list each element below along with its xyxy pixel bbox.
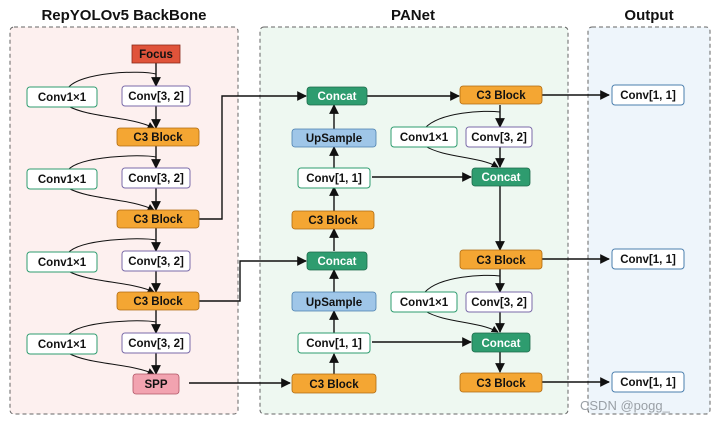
node-r-conv1x1-1-label: Conv1×1 (400, 132, 449, 144)
edges (67, 63, 610, 388)
node-r-conv32-2: Conv[3, 2] (465, 291, 533, 313)
node-bb-conv1x1-4-label: Conv1×1 (38, 339, 87, 351)
node-r-conv32-2-label: Conv[3, 2] (471, 297, 527, 309)
node-bb-conv1x1-3-label: Conv1×1 (38, 257, 87, 269)
node-pan-c3-mid: C3 Block (291, 210, 375, 230)
node-pan-concat-mid: Concat (306, 251, 368, 271)
node-out-1: Conv[1, 1] (611, 84, 685, 106)
watermark: CSDN @pogg_ (580, 398, 671, 413)
panet-title: PANet (391, 7, 435, 24)
node-bb-conv1x1-2-label: Conv1×1 (38, 174, 87, 186)
node-out-3: Conv[1, 1] (611, 371, 685, 393)
node-pan-c3-bottom-label: C3 Block (309, 379, 359, 391)
node-focus-label: Focus (139, 49, 173, 61)
node-r-concat-2: Concat (471, 332, 531, 353)
node-bb-c3-1: C3 Block (116, 127, 200, 147)
node-bb-c3-2-label: C3 Block (133, 214, 183, 226)
node-bb-conv1x1-1: Conv1×1 (26, 86, 98, 108)
node-pan-conv11-1: Conv[1, 1] (297, 167, 371, 189)
node-r-conv1x1-1: Conv1×1 (390, 126, 458, 148)
node-pan-upsample-1-label: UpSample (306, 133, 362, 145)
node-bb-c3-2: C3 Block (116, 209, 200, 229)
node-bb-conv32-2-label: Conv[3, 2] (128, 173, 184, 185)
node-bb-conv32-3-label: Conv[3, 2] (128, 256, 184, 268)
node-out-3-label: Conv[1, 1] (620, 377, 676, 389)
node-r-concat-2-label: Concat (482, 338, 521, 350)
node-bb-conv32-1-label: Conv[3, 2] (128, 91, 184, 103)
node-bb-conv32-2: Conv[3, 2] (121, 167, 191, 189)
node-spp-label: SPP (144, 379, 167, 391)
node-r-conv32-1-label: Conv[3, 2] (471, 132, 527, 144)
node-bb-conv1x1-4: Conv1×1 (26, 333, 98, 355)
node-pan-conv11-1-label: Conv[1, 1] (306, 173, 362, 185)
node-bb-conv32-4-label: Conv[3, 2] (128, 338, 184, 350)
node-r-c3-top-label: C3 Block (476, 90, 526, 102)
node-bb-conv32-3: Conv[3, 2] (121, 250, 191, 272)
node-bb-c3-1-label: C3 Block (133, 132, 183, 144)
node-r-concat-1-label: Concat (482, 172, 521, 184)
node-pan-c3-mid-label: C3 Block (308, 215, 358, 227)
node-pan-concat-top-label: Concat (318, 91, 357, 103)
node-bb-c3-3: C3 Block (116, 291, 200, 311)
node-bb-conv1x1-1-label: Conv1×1 (38, 92, 87, 104)
node-pan-upsample-1: UpSample (291, 128, 377, 148)
node-out-1-label: Conv[1, 1] (620, 90, 676, 102)
node-pan-conv11-2-label: Conv[1, 1] (306, 338, 362, 350)
node-pan-concat-mid-label: Concat (318, 256, 357, 268)
node-pan-upsample-2: UpSample (291, 291, 377, 312)
node-pan-upsample-2-label: UpSample (306, 297, 362, 309)
node-r-c3-mid: C3 Block (459, 249, 543, 270)
node-pan-conv11-2: Conv[1, 1] (297, 332, 371, 354)
node-bb-conv1x1-2: Conv1×1 (26, 168, 98, 190)
node-r-concat-1: Concat (471, 167, 531, 187)
node-out-2-label: Conv[1, 1] (620, 254, 676, 266)
backbone-title: RepYOLOv5 BackBone (41, 7, 206, 24)
node-bb-c3-3-label: C3 Block (133, 296, 183, 308)
node-bb-conv1x1-3: Conv1×1 (26, 251, 98, 273)
node-r-c3-bottom-label: C3 Block (476, 378, 526, 390)
output-panel (587, 26, 711, 415)
node-spp: SPP (132, 373, 180, 395)
node-r-conv1x1-2: Conv1×1 (390, 291, 458, 313)
node-bb-conv32-4: Conv[3, 2] (121, 332, 191, 354)
node-r-conv1x1-2-label: Conv1×1 (400, 297, 449, 309)
node-out-2: Conv[1, 1] (611, 248, 685, 270)
node-bb-conv32-1: Conv[3, 2] (121, 85, 191, 107)
node-focus: Focus (131, 44, 181, 64)
node-r-c3-top: C3 Block (459, 85, 543, 105)
node-r-conv32-1: Conv[3, 2] (465, 126, 533, 148)
node-r-c3-mid-label: C3 Block (476, 255, 526, 267)
node-pan-concat-top: Concat (306, 86, 368, 106)
node-pan-c3-bottom: C3 Block (291, 373, 377, 394)
output-title: Output (624, 7, 673, 24)
node-r-c3-bottom: C3 Block (459, 372, 543, 393)
